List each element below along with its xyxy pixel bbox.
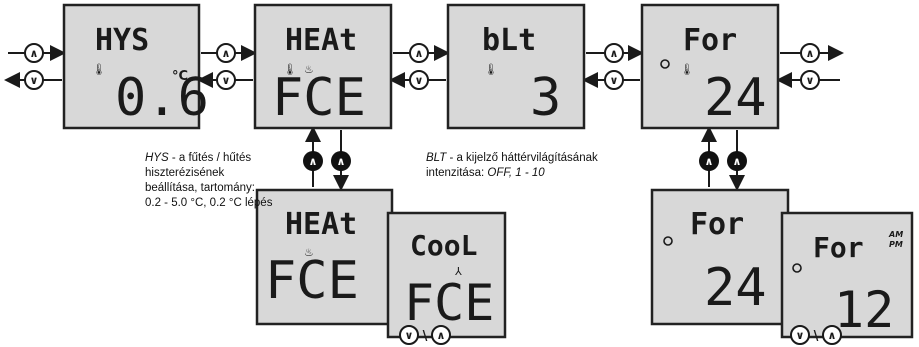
blt-caption: BLT - a kijelző háttérvilágításának inte… [426,152,598,179]
thermometer-icon: 🌡 [484,63,498,76]
svg-text:∨: ∨ [806,74,815,87]
svg-text:24: 24 [704,68,767,128]
svg-text:For: For [683,23,737,58]
blt-code: BLT [426,152,447,164]
svg-text:∧: ∧ [222,47,231,60]
svg-text:12: 12 [834,281,894,339]
thermometer-icon: 🌡 [283,63,297,76]
svg-text:HEAt: HEAt [285,23,357,58]
cool-icon: ⅄ [455,265,462,278]
clock-icon [792,263,802,273]
svg-text:FCE: FCE [272,68,366,128]
thermometer-icon: 🌡 [680,63,694,76]
svg-text:∧: ∧ [309,155,318,168]
lcd-heat-2: HEAt FCE ♨ [255,188,394,326]
svg-text:∧: ∧ [30,47,39,60]
vertical-buttons[interactable] [303,151,747,171]
svg-text:∨: ∨ [796,329,805,342]
svg-text:∨: ∨ [405,329,414,342]
svg-text:3: 3 [530,68,561,128]
svg-text:\: \ [423,329,428,344]
svg-text:PM: PM [889,240,903,249]
svg-text:AM: AM [888,230,903,239]
lcd-for: For 24 🌡 [640,3,780,130]
lcd-heat: HEAt FCE 🌡 ♨ [253,3,393,130]
svg-text:∨: ∨ [222,74,231,87]
hys-caption: HYS - a fűtés / hűtés hiszterézisének be… [145,152,273,209]
lcd-for-2: For 24 [650,188,790,326]
thermometer-icon: 🌡 [92,63,106,76]
up-buttons[interactable] [24,43,820,63]
clock-icon [663,236,673,246]
svg-text:bLt: bLt [482,23,536,58]
down-buttons[interactable] [24,70,820,90]
svg-text:HEAt: HEAt [285,207,357,242]
svg-text:∧: ∧ [828,329,837,342]
svg-text:HYS: HYS [95,23,149,58]
clock-icon [660,59,670,69]
lcd-for-12: For 12 AM PM [780,211,914,339]
lcd-blt: bLt 3 🌡 [446,3,586,130]
svg-text:∧: ∧ [806,47,815,60]
svg-text:For: For [813,231,864,264]
svg-text:∧: ∧ [705,155,714,168]
svg-text:\: \ [814,329,819,344]
svg-text:FCE: FCE [404,274,494,332]
svg-text:∧: ∧ [415,47,424,60]
hys-code: HYS [145,152,169,164]
svg-text:∧: ∧ [610,47,619,60]
svg-text:24: 24 [704,258,767,318]
vertical-button-glyphs: ∧ ∧ ∧ ∧ [309,155,742,168]
svg-text:∨: ∨ [415,74,424,87]
svg-text:FCE: FCE [265,251,359,311]
svg-text:∨: ∨ [30,74,39,87]
cool-switch-buttons[interactable] [399,325,842,345]
svg-text:For: For [690,207,744,242]
svg-text:0.6: 0.6 [115,68,209,128]
lcd-cool: CooL FCE ⅄ [386,211,507,339]
svg-text:∧: ∧ [733,155,742,168]
lcd-hys: HYS 0.6 °C 🌡 [62,3,209,130]
switch-glyphs: ∨ \ ∧ ∨ \ ∧ [405,329,837,344]
svg-text:°C: °C [172,69,188,84]
svg-text:CooL: CooL [410,229,477,262]
svg-text:∨: ∨ [610,74,619,87]
button-glyphs: ∧ ∧ ∧ ∧ ∧ ∨ ∨ ∨ ∨ ∨ [30,47,815,87]
heat-icon: ♨ [304,246,314,259]
heat-icon: ♨ [304,63,314,76]
svg-text:∧: ∧ [437,329,446,342]
svg-text:∧: ∧ [337,155,346,168]
